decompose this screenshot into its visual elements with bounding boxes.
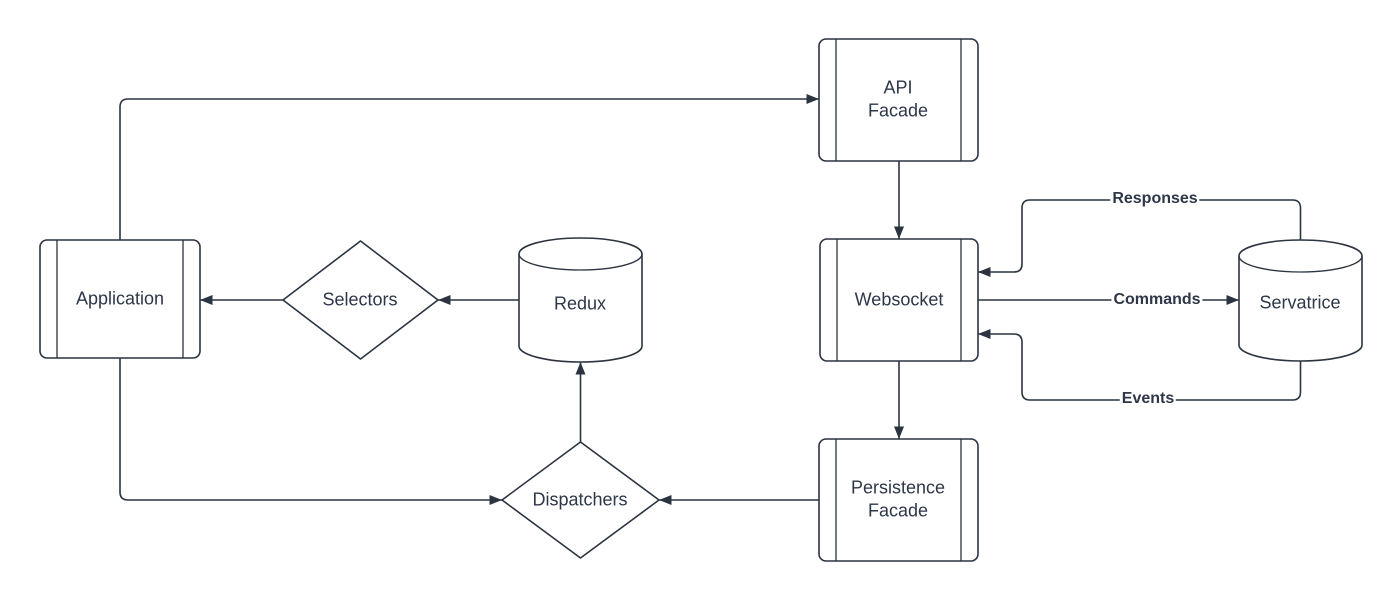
node-websocket-label: Websocket	[854, 289, 944, 310]
node-websocket-shape	[819, 238, 979, 362]
edge-application-to-api-facade	[119, 94, 819, 240]
node-selectors-label: Selectors	[322, 289, 398, 310]
node-application-label: Application	[75, 288, 165, 309]
node-selectors-shape	[282, 240, 439, 360]
node-servatrice-label: Servatrice	[1259, 292, 1341, 313]
node-persistence-facade-label: Persistence Facade	[850, 477, 946, 521]
edge-label-responses: Responses	[1110, 190, 1200, 208]
edge-application-to-dispatchers	[119, 358, 502, 505]
edge-servatrice-to-websocket-events	[978, 329, 1302, 401]
node-redux-label: Redux	[553, 293, 607, 314]
diagram-nodes	[39, 38, 1363, 562]
diagram-edges	[119, 94, 1302, 505]
node-dispatchers-shape	[501, 441, 660, 559]
node-application-shape	[39, 239, 201, 359]
edge-label-events: Events	[1119, 390, 1177, 408]
node-api-facade-label: API Facade	[867, 77, 929, 121]
node-servatrice-shape	[1238, 239, 1363, 362]
node-persistence-facade-shape	[818, 438, 979, 562]
node-api-facade-shape	[818, 38, 979, 162]
edge-servatrice-to-websocket-responses	[978, 199, 1302, 277]
node-dispatchers-label: Dispatchers	[532, 489, 628, 510]
node-redux-shape	[518, 237, 643, 363]
edge-label-commands: Commands	[1111, 291, 1203, 309]
